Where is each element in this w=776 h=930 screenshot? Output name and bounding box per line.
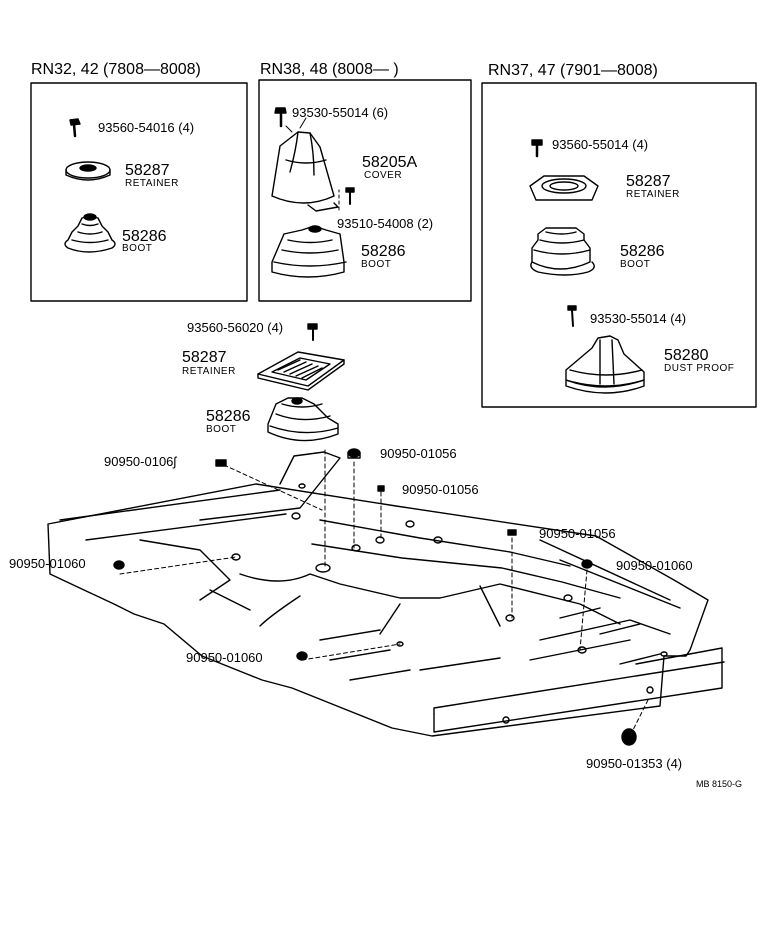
box2-cover-number: 58205A	[362, 154, 418, 171]
variant-box-left	[30, 82, 248, 302]
variant-box-right	[481, 82, 757, 408]
box3-bolt	[531, 139, 543, 158]
plug-p1-label: 90950-0106ʃ	[104, 454, 177, 469]
main-boot	[267, 397, 339, 442]
variant-box-middle	[258, 79, 472, 302]
plug-p8	[621, 728, 637, 746]
plug-p2-label: 90950-01056	[380, 446, 457, 461]
plug-p5-label: 90950-01060	[616, 558, 693, 573]
box2-boot-number: 58286	[361, 243, 406, 260]
box1-boot-number: 58286	[122, 228, 167, 245]
box2-screw	[345, 187, 355, 205]
box1-bolt-label: 93560-54016 (4)	[98, 120, 195, 135]
plug-p3	[377, 485, 385, 492]
plug-p6-label: 90950-01060	[9, 556, 86, 571]
box3-screw-label: 93530-55014 (4)	[590, 311, 687, 326]
box1-boot-label: BOOT	[122, 243, 153, 254]
main-retainer-label: RETAINER	[182, 366, 236, 377]
box2-bolt	[274, 107, 287, 128]
plug-p1	[215, 459, 227, 467]
box3-boot-label: BOOT	[620, 259, 651, 270]
box1-retainer-number: 58287	[125, 162, 170, 179]
plug-p4-label: 90950-01056	[539, 526, 616, 541]
plug-p7-label: 90950-01060	[186, 650, 263, 665]
main-boot-label: BOOT	[206, 424, 237, 435]
box2-boot-label: BOOT	[361, 259, 392, 270]
box1-retainer	[65, 161, 111, 181]
box3-dust-proof-number: 58280	[664, 347, 709, 364]
main-bolt-label: 93560-56020 (4)	[187, 320, 284, 335]
box3-retainer	[529, 175, 599, 201]
box3-dust-proof-label: DUST PROOF	[664, 363, 735, 374]
plug-p8-label: 90950-01353 (4)	[586, 756, 683, 771]
box2-boot	[271, 225, 347, 278]
header-right: RN37, 47 (7901—8008)	[488, 62, 658, 79]
plug-p5	[581, 559, 593, 569]
box3-boot	[530, 227, 595, 276]
box3-screw	[567, 305, 577, 327]
box3-boot-number: 58286	[620, 243, 665, 260]
box2-screw-label: 93510-54008 (2)	[337, 216, 434, 231]
plug-p6	[113, 560, 125, 570]
plug-p7	[296, 651, 308, 661]
main-retainer-number: 58287	[182, 349, 227, 366]
box3-dust-proof	[565, 335, 645, 394]
box3-retainer-label: RETAINER	[626, 189, 680, 200]
drawing-reference-code: MB 8150-G	[696, 779, 743, 789]
box2-cover	[271, 117, 340, 212]
box1-retainer-label: RETAINER	[125, 178, 179, 189]
box3-retainer-number: 58287	[626, 173, 671, 190]
floor-panel	[47, 451, 725, 737]
main-retainer	[257, 351, 345, 391]
header-middle: RN38, 48 (8008— )	[260, 61, 399, 78]
box1-boot	[64, 213, 116, 253]
box3-bolt-label: 93560-55014 (4)	[552, 137, 649, 152]
header-left: RN32, 42 (7808—8008)	[31, 61, 201, 78]
main-boot-number: 58286	[206, 408, 251, 425]
assembly-leaders	[119, 449, 649, 739]
plug-p3-label: 90950-01056	[402, 482, 479, 497]
main-bolt	[307, 323, 318, 341]
box1-bolt	[69, 118, 81, 138]
plug-p4	[507, 529, 517, 536]
plug-p2	[347, 448, 361, 459]
box2-cover-label: COVER	[364, 170, 403, 181]
box2-bolt-label: 93530-55014 (6)	[292, 105, 389, 120]
